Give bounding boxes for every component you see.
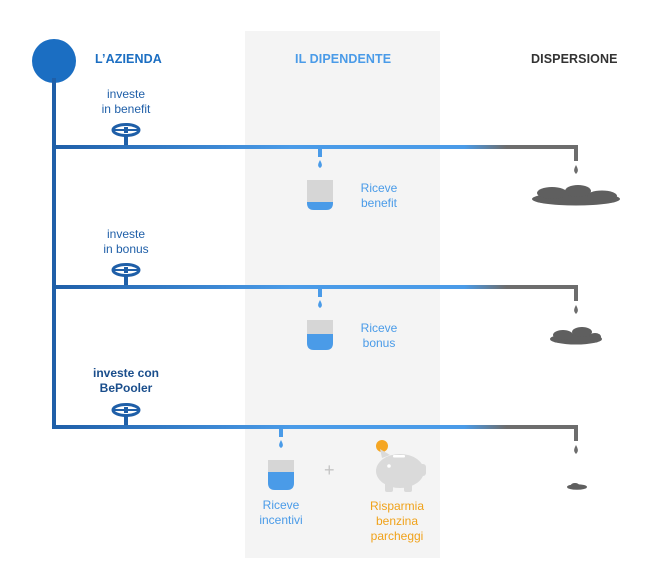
source-circle — [32, 39, 76, 83]
receive-label-benefit: Riceve benefit — [360, 181, 398, 210]
header-azienda: L’AZIENDA — [95, 52, 162, 66]
outlet-dipendente-3 — [279, 429, 283, 437]
water-drop-icon — [574, 305, 578, 314]
pipe-row-bonus — [54, 285, 578, 289]
puddle-icon — [567, 483, 587, 490]
water-drop-icon — [279, 440, 283, 448]
water-drop-icon — [318, 160, 322, 168]
outlet-dispersione-1 — [574, 145, 578, 161]
outlet-dispersione-3 — [574, 425, 578, 441]
outlet-dipendente-2 — [318, 289, 322, 297]
glass-icon — [268, 460, 294, 490]
header-dispersione: DISPERSIONE — [531, 52, 618, 66]
header-dipendente: IL DIPENDENTE — [295, 52, 392, 66]
glass-icon — [307, 320, 333, 350]
receive-label-bonus: Riceve bonus — [360, 321, 398, 350]
saving-label: Risparmia benzina parcheggi — [369, 499, 424, 543]
water-drop-icon — [574, 445, 578, 454]
water-drop-icon — [574, 165, 578, 174]
puddle-icon — [550, 327, 602, 345]
invest-label-benefit: investe in benefit — [101, 87, 151, 116]
valve-icon — [111, 403, 141, 425]
pipe-row-benefit — [54, 145, 578, 149]
main-vertical-pipe — [52, 78, 56, 429]
coin-icon — [376, 440, 388, 452]
valve-icon — [111, 263, 141, 285]
piggy-bank-icon — [376, 449, 426, 492]
water-drop-icon — [318, 300, 322, 308]
outlet-dispersione-2 — [574, 285, 578, 301]
receive-label-incentivi: Riceve incentivi — [259, 498, 303, 527]
invest-label-bonus: investe in bonus — [103, 227, 149, 256]
puddle-icon — [532, 185, 620, 206]
valve-icon — [111, 123, 141, 145]
pipe-row-bepooler — [54, 425, 578, 429]
plus-sign: + — [324, 460, 335, 480]
glass-icon — [307, 180, 333, 210]
invest-label-bepooler: investe con BePooler — [92, 366, 160, 395]
outlet-dipendente-1 — [318, 149, 322, 157]
